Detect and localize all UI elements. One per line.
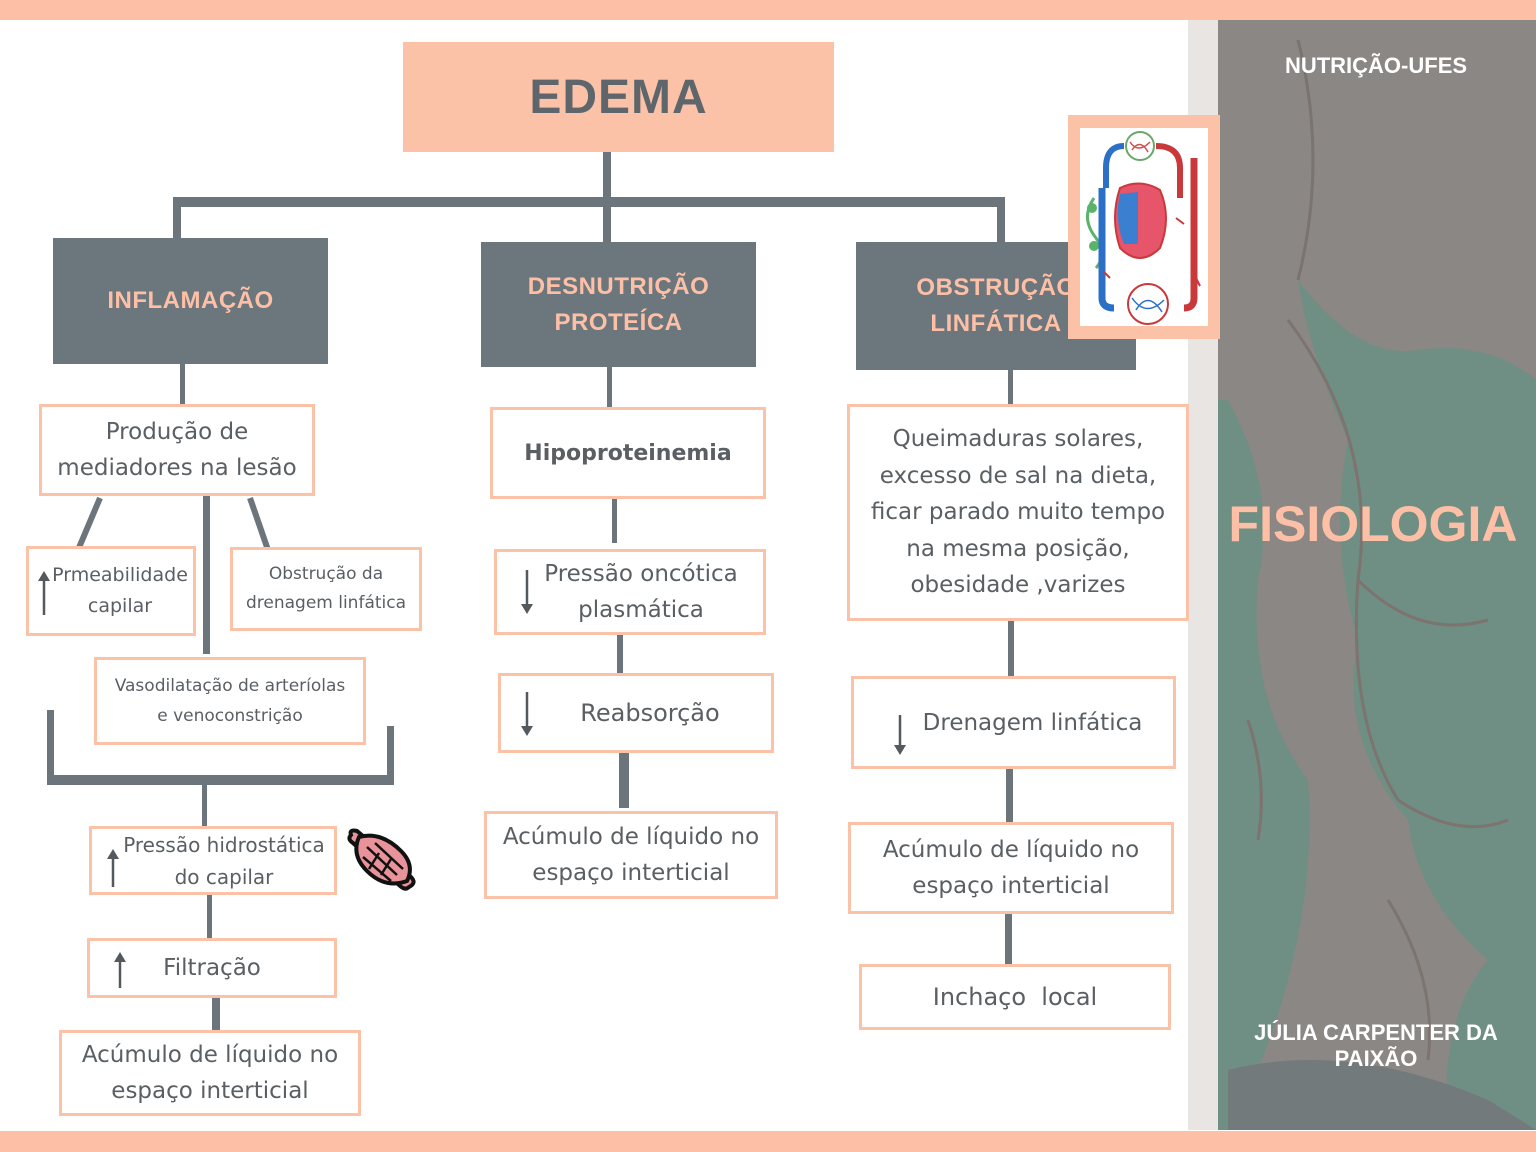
arrow-down-icon [521, 570, 533, 614]
bracket [47, 710, 54, 785]
connector [997, 197, 1005, 243]
connector [180, 363, 185, 406]
filtration-box: Filtração [87, 938, 337, 998]
circulation-diagram-icon [1080, 128, 1208, 326]
inflammation-header: INFLAMAÇÃO [53, 238, 328, 364]
connector [173, 197, 1005, 207]
title-box: EDEMA [403, 42, 834, 152]
connector [617, 633, 623, 675]
bottom-band [0, 1131, 1536, 1152]
permeability-box: Prmeabilidade capilar [26, 546, 196, 636]
arrow-up-icon [107, 849, 119, 887]
malnutrition-accumulation-box: Acúmulo de líquido no espaço interticial [484, 811, 778, 899]
oncotic-box: Pressão oncótica plasmática [494, 549, 766, 635]
connector [603, 150, 611, 200]
vasodilation-box: Vasodilatação de arteríolas e venoconstr… [94, 657, 366, 745]
reabsorption-box: Reabsorção [498, 673, 774, 753]
muscle-fiber-icon [347, 828, 416, 891]
connector-diagonals [75, 496, 271, 552]
background-illustration [1188, 20, 1536, 1130]
bracket [47, 775, 394, 785]
mediators-box: Produção de mediadores na lesão [39, 404, 315, 496]
hypoproteinemia-box: Hipoproteinemia [490, 407, 766, 499]
arrow-up-icon [114, 952, 126, 988]
swelling-box: Inchaço local [859, 964, 1171, 1030]
arrow-up-icon [38, 571, 50, 615]
connector [603, 197, 611, 243]
connector [203, 494, 210, 654]
connector [607, 366, 612, 408]
circulation-image-frame [1068, 115, 1220, 339]
connector [173, 197, 181, 239]
connector [619, 752, 629, 808]
page-title: EDEMA [529, 70, 708, 124]
lymphatic-header: OBSTRUÇÃO LINFÁTICA [856, 242, 1136, 370]
course-label: NUTRIÇÃO-UFES [1284, 53, 1468, 78]
drainage-box: Drenagem linfática [851, 676, 1176, 769]
connector [1005, 912, 1012, 964]
connector [207, 893, 212, 939]
causes-box: Queimaduras solares, excesso de sal na d… [847, 404, 1189, 621]
connector [1006, 768, 1013, 822]
connector [202, 785, 207, 827]
connector [1008, 619, 1014, 677]
connector [1008, 369, 1013, 405]
top-band [0, 0, 1536, 20]
subject-title: FISIOLOGIA [1228, 496, 1518, 552]
lymphatic-accumulation-box: Acúmulo de líquido no espaço interticial [848, 822, 1174, 914]
bracket [387, 726, 394, 785]
arrow-down-icon [894, 715, 906, 755]
connector [212, 997, 220, 1032]
author-name: JÚLIA CARPENTER DA PAIXÃO [1254, 1020, 1498, 1071]
sidebar: NUTRIÇÃO-UFES FISIOLOGIA JÚLIA CARPENTER… [1188, 20, 1536, 1130]
hydrostatic-box: Pressão hidrostática do capilar [89, 826, 337, 895]
arrow-down-icon [521, 692, 533, 736]
lymph-obstruction-box: Obstrução da drenagem linfática [230, 547, 422, 631]
connector [612, 497, 617, 543]
inflammation-accumulation-box: Acúmulo de líquido no espaço interticial [59, 1030, 361, 1116]
malnutrition-header: DESNUTRIÇÃO PROTEÍCA [481, 242, 756, 367]
